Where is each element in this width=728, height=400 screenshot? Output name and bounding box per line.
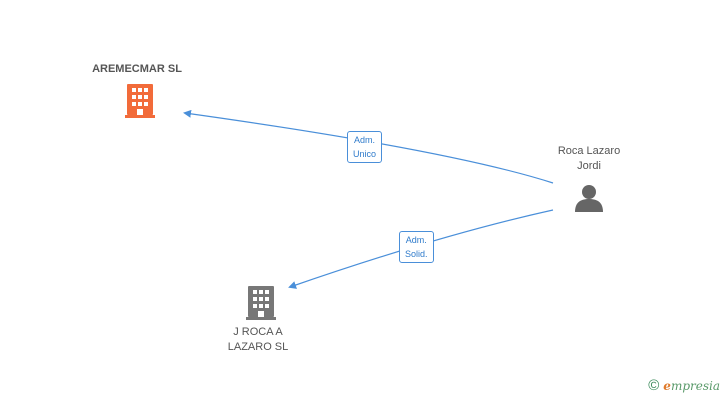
edge-label-line: Unico <box>353 149 377 159</box>
edge-label-line: Adm. <box>354 135 376 145</box>
edge-line-to-aremecmar <box>183 109 554 184</box>
person-icon[interactable] <box>575 185 603 212</box>
edge-label-line: Solid. <box>405 249 428 259</box>
edge-label-line: Adm. <box>405 235 427 245</box>
copyright-icon: © <box>648 377 660 394</box>
brand-logo[interactable]: empresia <box>663 378 720 393</box>
edge-label-adm-solid[interactable]: Adm. Solid. <box>399 231 434 263</box>
node-label-line: LAZARO SL <box>227 341 289 353</box>
edge-label-adm-unico[interactable]: Adm. Unico <box>347 131 383 163</box>
building-icon[interactable] <box>125 84 155 118</box>
node-label-line: J ROCA A <box>233 326 283 338</box>
node-label-jroca[interactable]: J ROCA A LAZARO SL <box>208 325 308 355</box>
node-label-aremecmar[interactable]: AREMECMAR SL <box>92 63 182 75</box>
copyright-notice: © empresia <box>648 377 720 394</box>
node-label-line: Roca Lazaro <box>557 145 621 157</box>
node-label-line: Jordi <box>577 160 601 172</box>
building-icon[interactable] <box>246 286 276 320</box>
node-label-roca-lazaro[interactable]: Roca Lazaro Jordi <box>530 144 648 174</box>
